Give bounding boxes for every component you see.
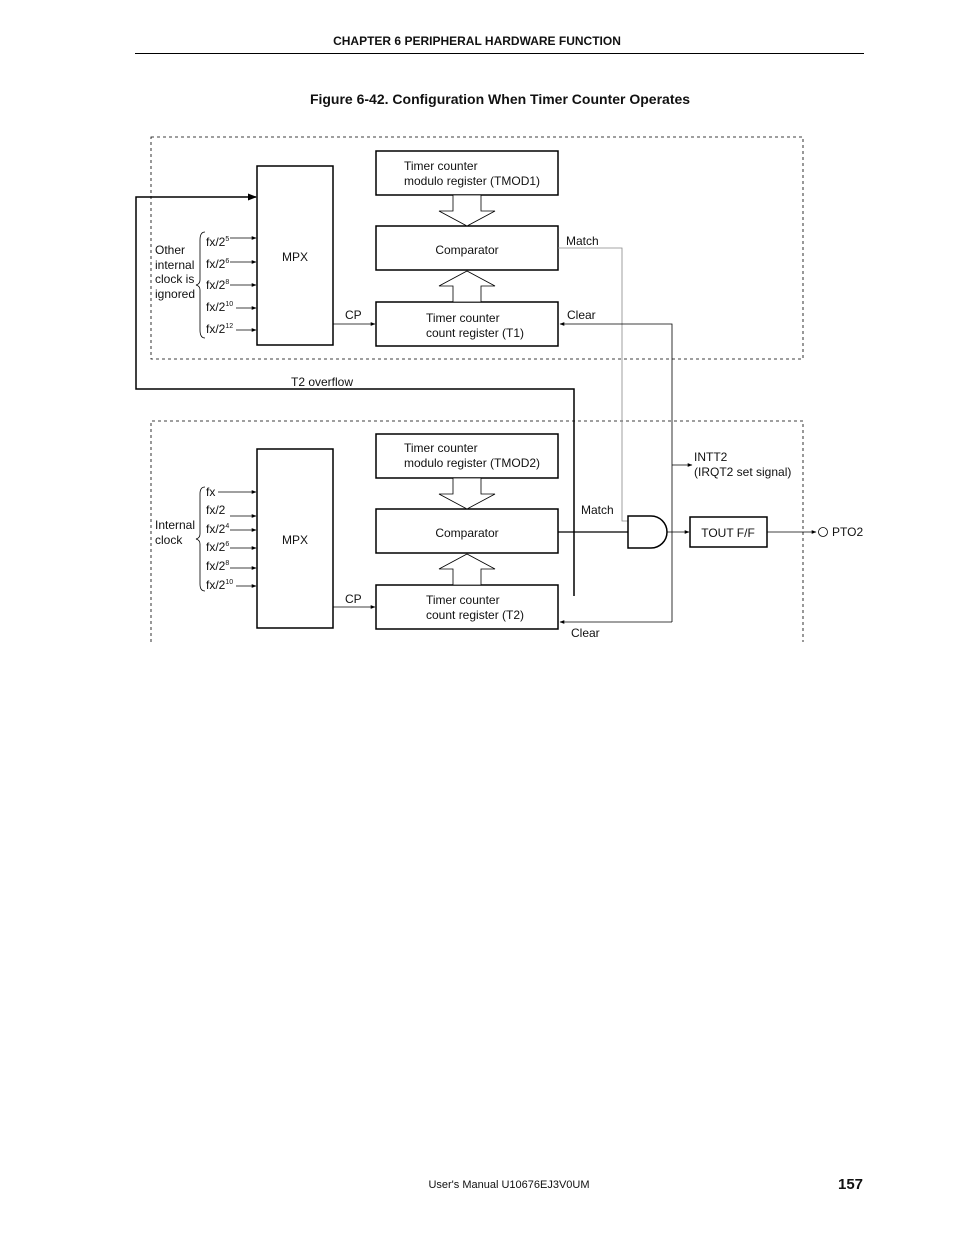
upper-note-1: Other bbox=[155, 243, 185, 257]
upper-input-2: fx/26 bbox=[206, 257, 229, 271]
pto2-pin bbox=[818, 527, 828, 537]
upper-mpx-label: MPX bbox=[282, 250, 308, 264]
lower-tmod-label-2: modulo register (TMOD2) bbox=[404, 456, 540, 470]
lower-input-3: fx/24 bbox=[206, 522, 229, 536]
upper-dashed-frame bbox=[150, 136, 804, 360]
upper-count-label-1: Timer counter bbox=[426, 311, 500, 325]
page-number: 157 bbox=[838, 1176, 864, 1193]
upper-comparator-label: Comparator bbox=[435, 243, 498, 257]
lower-count-label-2: count register (T2) bbox=[426, 608, 524, 622]
upper-input-5: fx/212 bbox=[206, 322, 233, 336]
pto2-label: PTO2 bbox=[832, 525, 863, 539]
upper-mpx-box bbox=[256, 165, 334, 346]
figure-title: Figure 6-42. Configuration When Timer Co… bbox=[309, 91, 691, 107]
upper-count-to-comparator-arrow bbox=[438, 270, 496, 303]
lower-dashed-frame bbox=[150, 420, 804, 642]
lower-comparator-label: Comparator bbox=[435, 526, 498, 540]
upper-note-4: ignored bbox=[155, 287, 195, 301]
lower-clear-label: Clear bbox=[571, 626, 600, 640]
lower-cp-label: CP bbox=[345, 592, 362, 606]
header-rule bbox=[135, 53, 864, 54]
tout-ff-box bbox=[689, 516, 768, 548]
lower-tmod-box bbox=[375, 433, 559, 479]
upper-cp-label: CP bbox=[345, 308, 362, 322]
upper-tmod-to-comparator-arrow bbox=[438, 194, 496, 227]
upper-tmod-box bbox=[375, 150, 559, 196]
tout-ff-label: TOUT F/F bbox=[701, 526, 755, 540]
lower-count-box bbox=[375, 584, 559, 630]
upper-tmod-label-1: Timer counter bbox=[404, 159, 478, 173]
lower-tmod-to-comparator-arrow bbox=[438, 477, 496, 510]
lower-count-label-1: Timer counter bbox=[426, 593, 500, 607]
upper-input-1: fx/25 bbox=[206, 235, 229, 249]
lower-input-2: fx/2 bbox=[206, 503, 226, 517]
lower-count-to-comparator-arrow bbox=[438, 553, 496, 586]
chapter-header: CHAPTER 6 PERIPHERAL HARDWARE FUNCTION bbox=[333, 34, 621, 48]
t2-overflow-line bbox=[135, 193, 575, 596]
upper-input-4: fx/210 bbox=[206, 300, 233, 314]
lower-note-2: clock bbox=[155, 533, 183, 547]
intt2-label-1: INTT2 bbox=[694, 450, 728, 464]
upper-clear-label: Clear bbox=[567, 308, 596, 322]
lower-mpx-label: MPX bbox=[282, 533, 308, 547]
upper-input-brace bbox=[195, 231, 206, 339]
lower-input-arrows bbox=[218, 490, 257, 588]
upper-match-line bbox=[558, 247, 629, 522]
lower-input-5: fx/28 bbox=[206, 559, 229, 573]
upper-note-3: clock is bbox=[155, 272, 194, 286]
lower-input-6: fx/210 bbox=[206, 578, 233, 592]
upper-clear-line bbox=[559, 322, 673, 537]
lower-input-4: fx/26 bbox=[206, 540, 229, 554]
intt2-label-2: (IRQT2 set signal) bbox=[694, 465, 791, 479]
lower-match-label: Match bbox=[581, 503, 614, 517]
upper-note-2: internal bbox=[155, 258, 194, 272]
upper-input-arrows bbox=[230, 236, 257, 332]
upper-tmod-label-2: modulo register (TMOD1) bbox=[404, 174, 540, 188]
upper-input-3: fx/28 bbox=[206, 278, 229, 292]
footer-manual: User's Manual U10676EJ3V0UM bbox=[428, 1179, 590, 1191]
upper-count-box bbox=[375, 301, 559, 347]
upper-count-label-2: count register (T1) bbox=[426, 326, 524, 340]
t2-overflow-label: T2 overflow bbox=[291, 375, 353, 389]
and-gate bbox=[627, 515, 668, 549]
lower-tmod-label-1: Timer counter bbox=[404, 441, 478, 455]
lower-input-brace bbox=[195, 486, 206, 592]
lower-input-1: fx bbox=[206, 485, 215, 499]
lower-note-1: Internal bbox=[155, 518, 195, 532]
upper-match-label: Match bbox=[566, 234, 599, 248]
lower-mpx-box bbox=[256, 448, 334, 629]
